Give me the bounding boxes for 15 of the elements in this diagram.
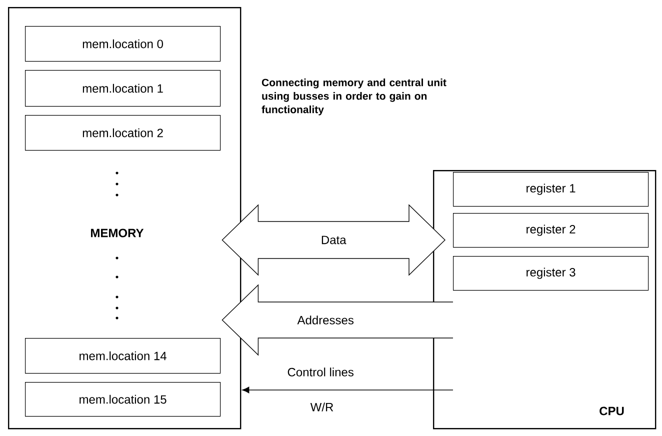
register-box: register 3: [453, 256, 649, 291]
signal-label: W/R: [310, 402, 334, 412]
memory-location-box: mem.location 1: [25, 70, 221, 107]
block-arrow: [222, 204, 446, 276]
title: Connecting memory and central unit using busses in order to gain on functionality: [262, 78, 446, 116]
register-box: register 2: [453, 213, 649, 248]
memory-location-box: mem.location 2: [25, 115, 221, 151]
block-arrow: [222, 284, 454, 356]
edge-label: Addresses: [296, 314, 355, 326]
memory-location-box: mem.location 14: [25, 338, 221, 374]
memory-location-box: mem.location 0: [25, 26, 221, 62]
arrow: [242, 386, 454, 394]
edge-label: Control lines: [286, 366, 355, 378]
memory-location-box: mem.location 15: [25, 382, 221, 417]
register-box: register 1: [453, 172, 649, 207]
